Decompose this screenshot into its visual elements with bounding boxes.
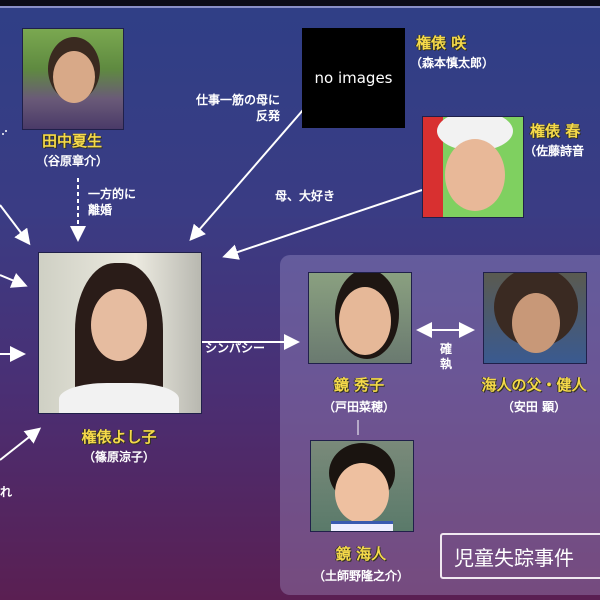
yoshiko-name: 権俵よし子 (81, 428, 157, 446)
kaito-name: 鏡 海人 (335, 545, 387, 563)
arrow-left-top (0, 204, 31, 246)
tanaka-relation: 一方的に離婚 (88, 186, 136, 218)
hideko-photo (308, 272, 412, 364)
haru-name: 権俵 春 (530, 122, 581, 140)
arrow-left-mid (0, 273, 28, 288)
father-photo (483, 272, 587, 364)
relation-text: 反発 (255, 109, 280, 123)
father-actor: （安田 顕） (501, 400, 567, 414)
hideko-actor: （戸田菜穂） (322, 400, 395, 414)
saki-actor: （森本慎太郎） (410, 56, 495, 70)
relation-text: 離婚 (88, 203, 113, 217)
haru-actor: （佐藤詩音 (524, 144, 585, 158)
arrow-saki (189, 109, 304, 242)
case-label-box: 児童失踪事件 (440, 533, 600, 579)
conflict-label: 確執 (440, 342, 453, 371)
kaito-actor: （土師野隆之介） (312, 569, 409, 583)
father-name: 海人の父・健人 (481, 376, 587, 394)
kaito-photo (310, 440, 414, 532)
relation-text: 一方的に (88, 187, 137, 201)
haru-relation: 母、大好き (275, 189, 336, 203)
saki-name: 権俵 咲 (416, 34, 467, 52)
yoshiko-actor: （篠原涼子） (82, 450, 155, 464)
saki-relation: 仕事一筋の母に反発 (160, 92, 280, 124)
left-fragment-label: れ (0, 485, 13, 499)
saki-no-image: no images (302, 28, 405, 128)
arrow-haru (222, 189, 423, 260)
relation-text: 仕事一筋の母に (195, 93, 280, 107)
tanaka-actor: （谷原章介） (35, 154, 108, 168)
tanaka-photo (22, 28, 124, 130)
sympathy-label: シンパシー (205, 341, 266, 355)
top-bar (0, 0, 600, 8)
arrow-left-bottom (0, 427, 42, 461)
haru-photo (422, 116, 524, 218)
yoshiko-photo (38, 252, 202, 414)
tanaka-name: 田中夏生 (41, 132, 102, 150)
hideko-name: 鏡 秀子 (333, 376, 385, 394)
